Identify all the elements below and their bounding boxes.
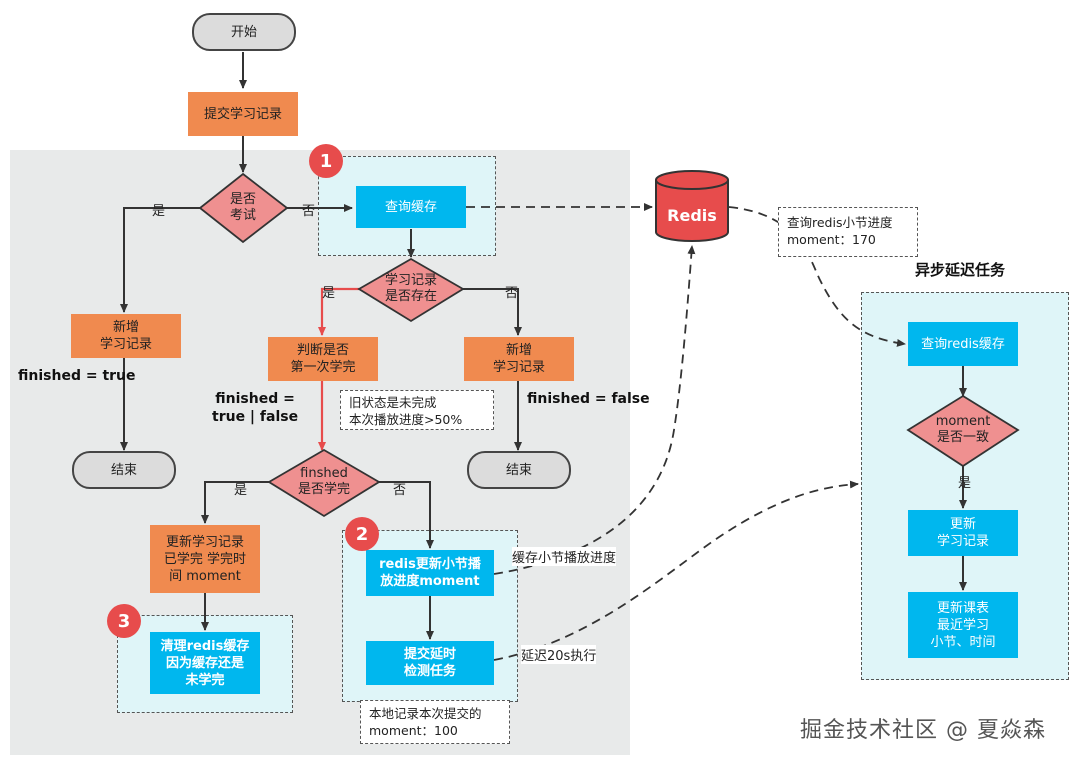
update-record-node: 更新学习记录 已学完 学完时 间 moment bbox=[150, 525, 260, 593]
end-left-node: 结束 bbox=[72, 451, 176, 489]
label-exam-yes: 是 bbox=[152, 204, 166, 219]
delay-20s-label: 延迟20s执行 bbox=[521, 645, 597, 664]
start-node: 开始 bbox=[192, 13, 296, 51]
edge-delay-async bbox=[493, 480, 859, 661]
step-badge-3: 3 bbox=[107, 604, 141, 638]
clear-cache-node: 清理redis缓存 因为缓存还是 未学完 bbox=[150, 632, 260, 694]
diamond-record-exists bbox=[357, 257, 465, 323]
judge-first-node: 判断是否 第一次学完 bbox=[268, 337, 378, 381]
label-exists-yes: 是 bbox=[322, 286, 336, 301]
record-exists-label: 学习记录 是否存在 bbox=[384, 273, 437, 304]
is-exam-label: 是否 考试 bbox=[229, 192, 256, 223]
edge-exists-no bbox=[463, 288, 522, 336]
step-badge-1: 1 bbox=[309, 144, 343, 178]
diamond-finished bbox=[267, 448, 381, 518]
finished-true-label: finished = true bbox=[18, 368, 136, 384]
submit-delay-node: 提交延时 检测任务 bbox=[366, 641, 494, 685]
label-finished-no: 否 bbox=[393, 483, 407, 498]
edge-exam-yes bbox=[120, 207, 200, 313]
label-finished-yes: 是 bbox=[234, 483, 248, 498]
old-state-note: 旧状态是未完成 本次播放进度>50% bbox=[340, 390, 494, 430]
finished-false-label: finished = false bbox=[527, 391, 650, 407]
edge-redis-async bbox=[728, 206, 906, 347]
add-record-right-node: 新增 学习记录 bbox=[464, 337, 574, 381]
label-exists-no: 否 bbox=[505, 286, 519, 301]
async-course-node: 更新课表 最近学习 小节、时间 bbox=[908, 592, 1018, 658]
edge-exists-yes bbox=[318, 287, 359, 336]
redis-moment-note: 查询redis小节进度 moment：170 bbox=[778, 207, 918, 257]
redis-label: Redis bbox=[667, 205, 717, 225]
local-moment-note: 本地记录本次提交的 moment：100 bbox=[360, 700, 510, 744]
async-query-node: 查询redis缓存 bbox=[908, 322, 1018, 366]
async-update-node: 更新 学习记录 bbox=[908, 510, 1018, 556]
watermark: 掘金技术社区 @ 夏焱森 bbox=[800, 718, 1046, 743]
label-moment-yes: 是 bbox=[958, 476, 972, 491]
redis-update-node: redis更新小节播 放进度moment bbox=[366, 550, 494, 596]
cache-progress-label: 缓存小节播放进度 bbox=[512, 547, 617, 566]
query-cache-node: 查询缓存 bbox=[356, 186, 466, 228]
finished-label: finshed 是否学完 bbox=[297, 466, 350, 497]
finished-true-or-false-label: finished = true | false bbox=[212, 391, 299, 425]
edge-update-redis bbox=[493, 245, 696, 575]
diamond-moment-same bbox=[906, 394, 1020, 468]
add-record-left-node: 新增 学习记录 bbox=[71, 314, 181, 358]
diamond-is-exam bbox=[198, 172, 289, 244]
label-exam-no: 否 bbox=[302, 204, 316, 219]
submit-record-node: 提交学习记录 bbox=[188, 92, 298, 136]
step-badge-2: 2 bbox=[345, 517, 379, 551]
async-title: 异步延迟任务 bbox=[915, 261, 1006, 279]
edge-finished-no bbox=[379, 481, 434, 549]
edge-finished-yes bbox=[201, 481, 269, 524]
moment-same-label: moment 是否一致 bbox=[935, 414, 991, 445]
redis-database-icon bbox=[655, 170, 729, 242]
end-right-node: 结束 bbox=[467, 451, 571, 489]
